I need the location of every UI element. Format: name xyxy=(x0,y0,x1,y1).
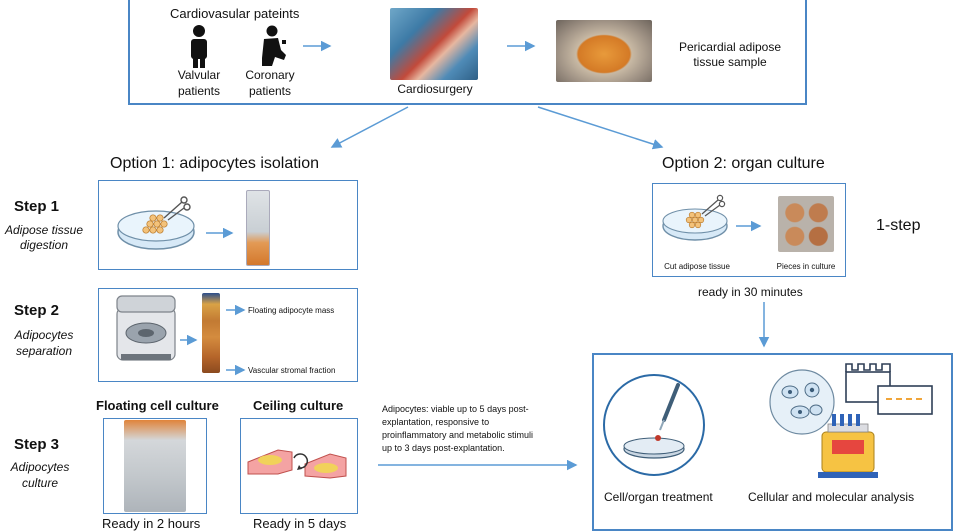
floating-ready-label: Ready in 2 hours xyxy=(102,516,201,531)
step3-label: Step 3 xyxy=(14,436,60,453)
sample-label-1: Pericardial adipose xyxy=(678,40,782,54)
note-line-4: up to 3 days post-explantation. xyxy=(382,443,505,453)
step2-label: Step 2 xyxy=(14,302,60,319)
ceiling-culture-panel xyxy=(240,418,358,514)
ceiling-culture-title: Ceiling culture xyxy=(253,398,344,413)
ready-30-label: ready in 30 minutes xyxy=(698,285,803,299)
arrow-to-option2 xyxy=(537,106,664,150)
adipose-sample-photo xyxy=(556,20,652,82)
outcome-panel xyxy=(592,353,953,531)
floating-culture-title: Floating cell culture xyxy=(96,398,219,413)
pieces-culture-label: Pieces in culture xyxy=(776,262,836,271)
cardiosurgery-photo xyxy=(390,8,478,80)
separation-tube-photo xyxy=(202,293,220,373)
step2-desc-2: separation xyxy=(15,344,73,358)
step1-desc-1: Adipose tissue xyxy=(4,223,84,237)
step2-desc-1: Adipocytes xyxy=(14,328,74,342)
analysis-label: Cellular and molecular analysis xyxy=(748,490,915,504)
valvular-label-2: patients xyxy=(177,84,221,98)
sample-label-2: tissue sample xyxy=(693,55,767,69)
option2-title: Option 2: organ culture xyxy=(662,155,825,172)
digestion-tube-photo xyxy=(246,190,270,266)
note-line-2: explantation, responsive to xyxy=(382,417,490,427)
cardiosurgery-label: Cardiosurgery xyxy=(397,82,473,96)
option1-title: Option 1: adipocytes isolation xyxy=(110,155,320,172)
treatment-label: Cell/organ treatment xyxy=(604,490,713,504)
floating-mass-label: Floating adipocyte mass xyxy=(248,306,335,315)
note-line-1: Adipocytes: viable up to 5 days post- xyxy=(382,404,529,414)
patients-title: Cardiovasular pateints xyxy=(170,6,300,21)
arrow-to-option1 xyxy=(330,106,409,148)
step1-label: Step 1 xyxy=(14,198,60,215)
valvular-label-1: Valvular xyxy=(177,68,221,82)
ceiling-ready-label: Ready in 5 days xyxy=(253,516,347,531)
step1-desc-2: digestion xyxy=(19,238,69,252)
cut-tissue-label: Cut adipose tissue xyxy=(664,262,730,271)
one-step-label: 1-step xyxy=(876,217,921,234)
stromal-fraction-label: Vascular stromal fraction xyxy=(248,366,336,375)
note-line-3: proinflammatory and metabolic stimuli xyxy=(382,430,534,440)
pieces-culture-photo xyxy=(778,196,834,252)
coronary-label-2: patients xyxy=(248,84,292,98)
step1-panel xyxy=(98,180,358,270)
coronary-label-1: Coronary xyxy=(245,68,295,82)
step3-desc-2: culture xyxy=(21,476,59,490)
floating-culture-photo xyxy=(124,420,186,512)
step3-desc-1: Adipocytes xyxy=(10,460,70,474)
